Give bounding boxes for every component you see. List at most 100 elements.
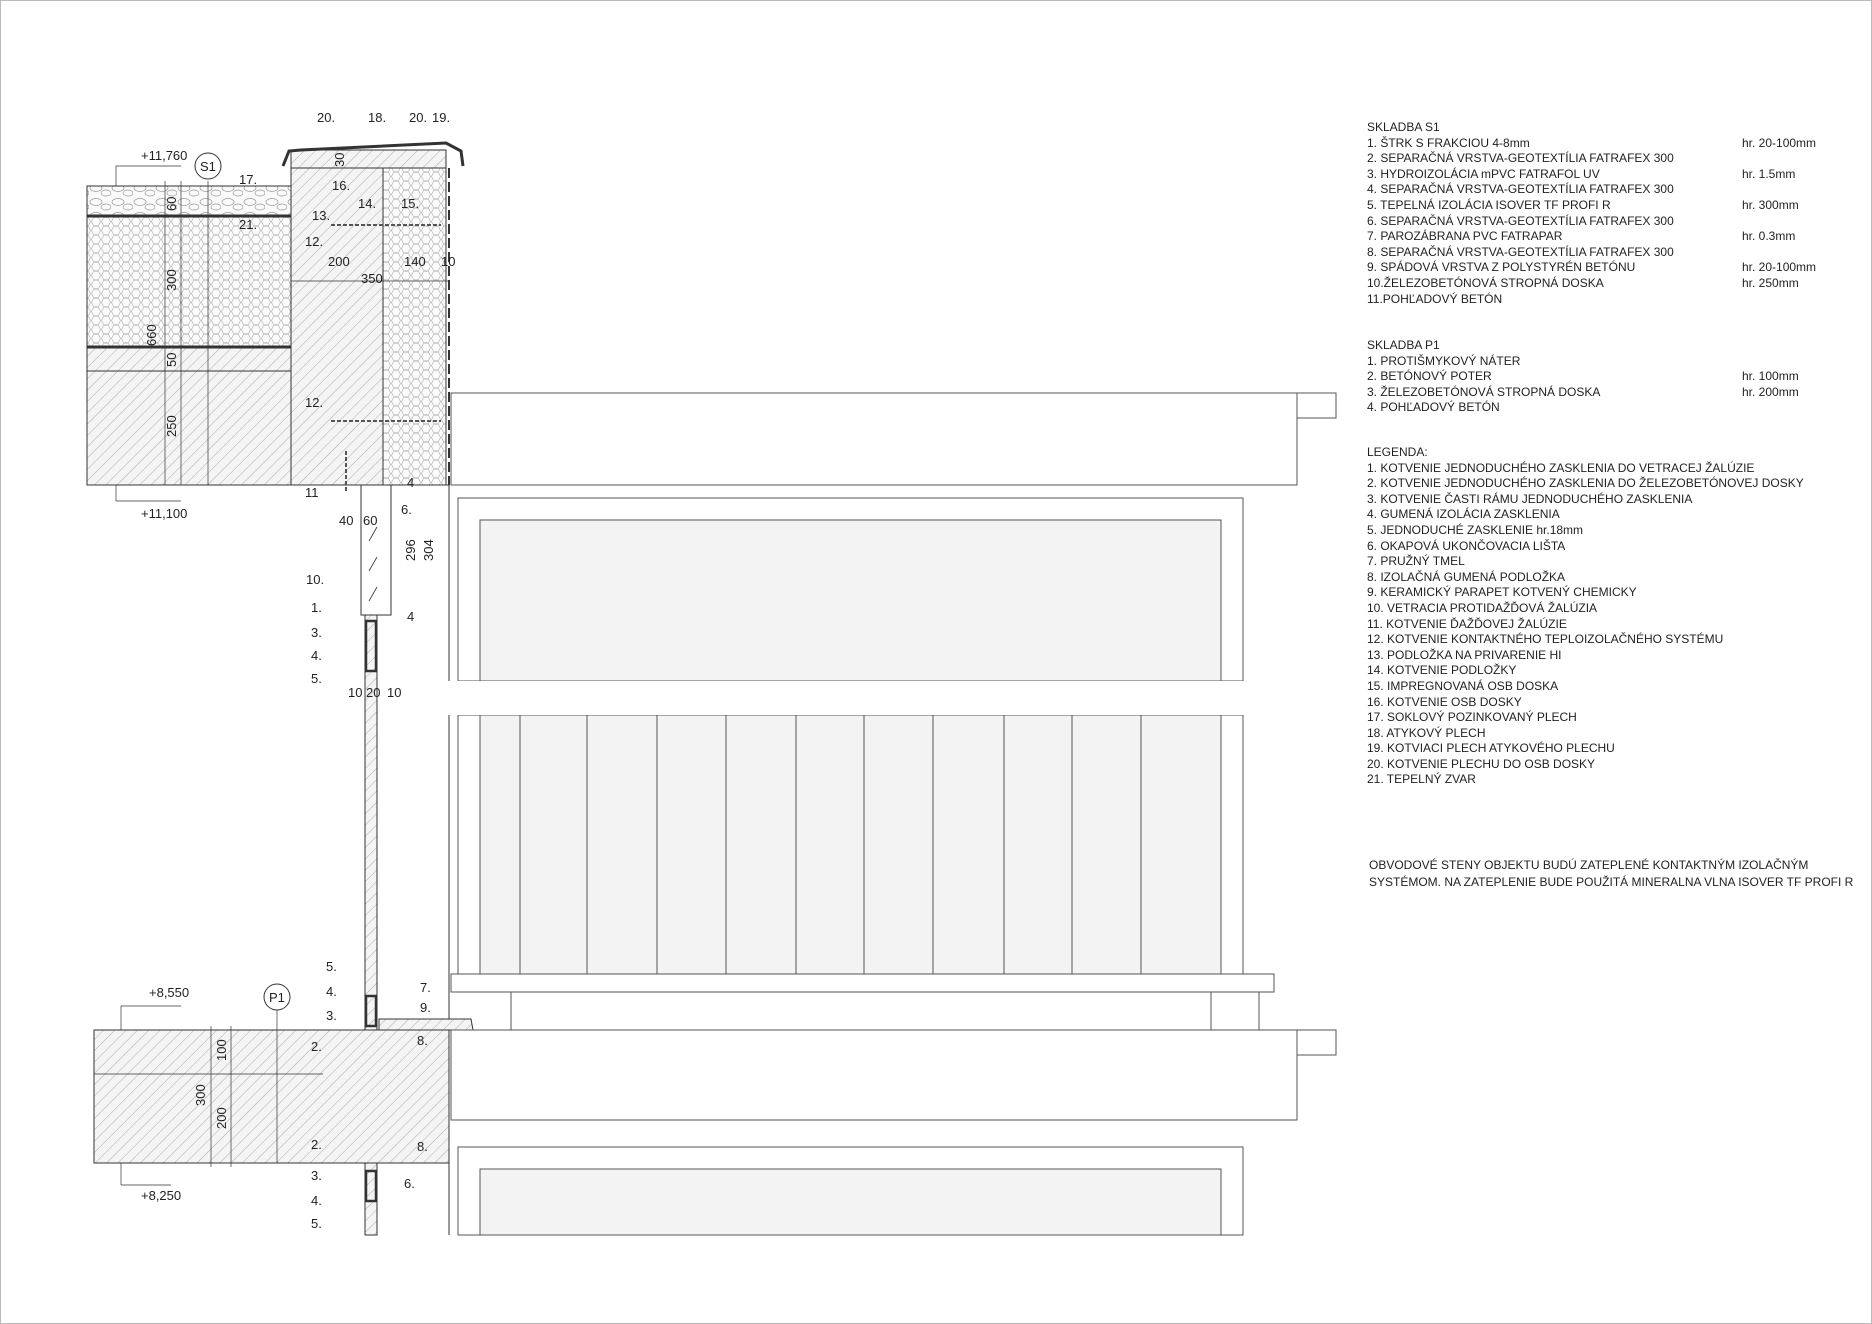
callout: 12. xyxy=(305,395,323,410)
s1-layer-row: 3. HYDROIZOLÁCIA mPVC FATRAFOL UV hr. 1.5… xyxy=(1367,166,1795,183)
legend-item: 20. KOTVENIE PLECHU DO OSB DOSKY xyxy=(1367,756,1596,771)
s1-layer-label: 6. SEPARAČNÁ VRSTVA-GEOTEXTÍLIA FATRAFEX… xyxy=(1367,213,1674,228)
legend-item: 17. SOKLOVÝ POZINKOVANÝ PLECH xyxy=(1367,710,1577,725)
legend-item: 8. IZOLAČNÁ GUMENÁ PODLOŽKA xyxy=(1367,569,1566,584)
dim: 660 xyxy=(144,324,159,346)
louvre xyxy=(360,484,392,616)
legend-item: 18. ATYKOVÝ PLECH xyxy=(1367,725,1486,740)
s1-layer-thickness: hr. 20-100mm xyxy=(1742,260,1817,275)
legend-item: 6. OKAPOVÁ UKONČOVACIA LIŠTA xyxy=(1367,538,1566,553)
callout: 14. xyxy=(358,196,376,211)
s1-layer-thickness: hr. 250mm xyxy=(1742,275,1799,290)
p1-layer-row: 4. POHĽADOVÝ BETÓN xyxy=(1367,400,1600,416)
callout-labels: 20. 18. 20. 19. 17. 16. 14. 15. 13. 21. … xyxy=(239,110,450,1231)
s1-layer-row: 4. SEPARAČNÁ VRSTVA-GEOTEXTÍLIA FATRAFEX… xyxy=(1367,182,1674,198)
legend-item: 9. KERAMICKÝ PARAPET KOTVENÝ CHEMICKY xyxy=(1367,585,1637,600)
legend-item: 2. KOTVENIE JEDNODUCHÉHO ZASKLENIA DO ŽE… xyxy=(1367,476,1804,491)
callout: 6. xyxy=(401,502,412,517)
dim: 10 xyxy=(441,254,455,269)
parapet-concrete xyxy=(290,167,384,486)
callout: 20. xyxy=(409,110,427,125)
s1-layer-label: 3. HYDROIZOLÁCIA mPVC FATRAFOL UV xyxy=(1367,166,1600,181)
dim: 20 xyxy=(366,685,380,700)
s1-layer-row: 2. SEPARAČNÁ VRSTVA-GEOTEXTÍLIA FATRAFEX… xyxy=(1367,151,1674,167)
callout: 10. xyxy=(306,572,324,587)
callout: 4. xyxy=(311,648,322,663)
legend: LEGENDA: 1. KOTVENIE JEDNODUCHÉHO ZASKLE… xyxy=(1367,445,1804,788)
dim: 200 xyxy=(328,254,350,269)
dim: 296 xyxy=(403,539,418,561)
s1-layer-label: 11.POHĽADOVÝ BETÓN xyxy=(1367,291,1503,306)
callout: 2. xyxy=(311,1039,322,1054)
s1-layer-label: 5. TEPELNÁ IZOLÁCIA ISOVER TF PROFI R xyxy=(1367,197,1611,212)
parapet-insulation xyxy=(382,167,447,486)
level-bottom-roof: +11,100 xyxy=(141,506,187,521)
note-line-2: SYSTÉMOM. NA ZATEPLENIE BUDE POUŽITÁ MIN… xyxy=(1369,875,1854,889)
p1-layer-row: 1. PROTIŠMYKOVÝ NÁTER xyxy=(1367,354,1600,370)
callout: 17. xyxy=(239,172,257,187)
roof-section xyxy=(86,141,465,502)
roof-slab-band xyxy=(450,392,1298,486)
callout: 3. xyxy=(326,1008,337,1023)
s1-layer-thickness: hr. 1.5mm xyxy=(1742,166,1796,181)
dim: 30 xyxy=(332,153,347,167)
callout: 18. xyxy=(368,110,386,125)
floor-slab xyxy=(93,1029,450,1164)
s1-layer-thickness: hr. 20-100mm xyxy=(1742,135,1817,150)
s1-layer-label: 4. SEPARAČNÁ VRSTVA-GEOTEXTÍLIA FATRAFEX… xyxy=(1367,182,1674,197)
s1-layer-label: 8. SEPARAČNÁ VRSTVA-GEOTEXTÍLIA FATRAFEX… xyxy=(1367,244,1674,259)
legend-item: 15. IMPREGNOVANÁ OSB DOSKA xyxy=(1367,678,1559,693)
level-bottom-floor: +8,250 xyxy=(141,1188,181,1203)
dim: 300 xyxy=(164,269,179,291)
callout: 21. xyxy=(239,217,257,232)
legend-item: 1. KOTVENIE JEDNODUCHÉHO ZASKLENIA DO VE… xyxy=(1367,460,1755,475)
window-mullions xyxy=(519,715,1142,974)
dim: 50 xyxy=(164,353,179,367)
legend-item: 11. KOTVENIE ĎAŽĎOVEJ ŽALÚZIE xyxy=(1367,616,1567,631)
callout: 13. xyxy=(312,208,330,223)
p1-layer-label: 1. PROTIŠMYKOVÝ NÁTER xyxy=(1367,353,1521,368)
callout: 8. xyxy=(417,1139,428,1154)
s1-layer-row: 5. TEPELNÁ IZOLÁCIA ISOVER TF PROFI R hr.… xyxy=(1367,197,1799,214)
callout: 12. xyxy=(305,234,323,249)
note-line-1: OBVODOVÉ STENY OBJEKTU BUDÚ ZATEPLENÉ KO… xyxy=(1369,858,1809,872)
p1-layer-label: 3. ŽELEZOBETÓNOVÁ STROPNÁ DOSKA xyxy=(1367,384,1601,399)
dim: 250 xyxy=(164,415,179,437)
dim: 40 xyxy=(339,513,353,528)
facade-elevation xyxy=(441,392,1337,1236)
floor-slab-band xyxy=(450,1029,1298,1121)
callout: 5. xyxy=(311,1216,322,1231)
s1-layer-row: 8. SEPARAČNÁ VRSTVA-GEOTEXTÍLIA FATRAFEX… xyxy=(1367,245,1674,261)
s1-layer-label: 10.ŽELEZOBETÓNOVÁ STROPNÁ DOSKA xyxy=(1367,275,1604,290)
callout: 20. xyxy=(317,110,335,125)
sill-band xyxy=(450,973,1275,993)
dim: 60 xyxy=(164,197,179,211)
gravel-layer xyxy=(86,185,292,217)
ceramic-sill xyxy=(378,1018,474,1031)
callout: 11 xyxy=(305,485,319,500)
legend-item: 10. VETRACIA PROTIDAŽĎOVÁ ŽALÚZIA xyxy=(1367,600,1598,615)
s1-layer-row: 11.POHĽADOVÝ BETÓN xyxy=(1367,292,1674,308)
dim: 4 xyxy=(407,609,414,624)
callout: 5. xyxy=(311,671,322,686)
legend-item: 16. KOTVENIE OSB DOSKY xyxy=(1367,694,1522,709)
section-mark-s1-label: S1 xyxy=(200,159,216,174)
legend-title: LEGENDA: xyxy=(1367,445,1428,459)
p1-layer-thickness: hr. 100mm xyxy=(1742,369,1799,384)
dim: 60 xyxy=(363,513,377,528)
s1-layer-row: 6. SEPARAČNÁ VRSTVA-GEOTEXTÍLIA FATRAFEX… xyxy=(1367,214,1674,230)
callout: 3. xyxy=(311,1168,322,1183)
s1-layer-thickness: hr. 300mm xyxy=(1742,197,1799,212)
callout: 2. xyxy=(311,1137,322,1152)
legend-item: 4. GUMENÁ IZOLÁCIA ZASKLENIA xyxy=(1367,507,1560,522)
callout: 16. xyxy=(332,178,350,193)
callout: 9. xyxy=(420,1000,431,1015)
callout: 8. xyxy=(417,1033,428,1048)
skladba-s1-title: SKLADBA S1 xyxy=(1367,120,1440,134)
